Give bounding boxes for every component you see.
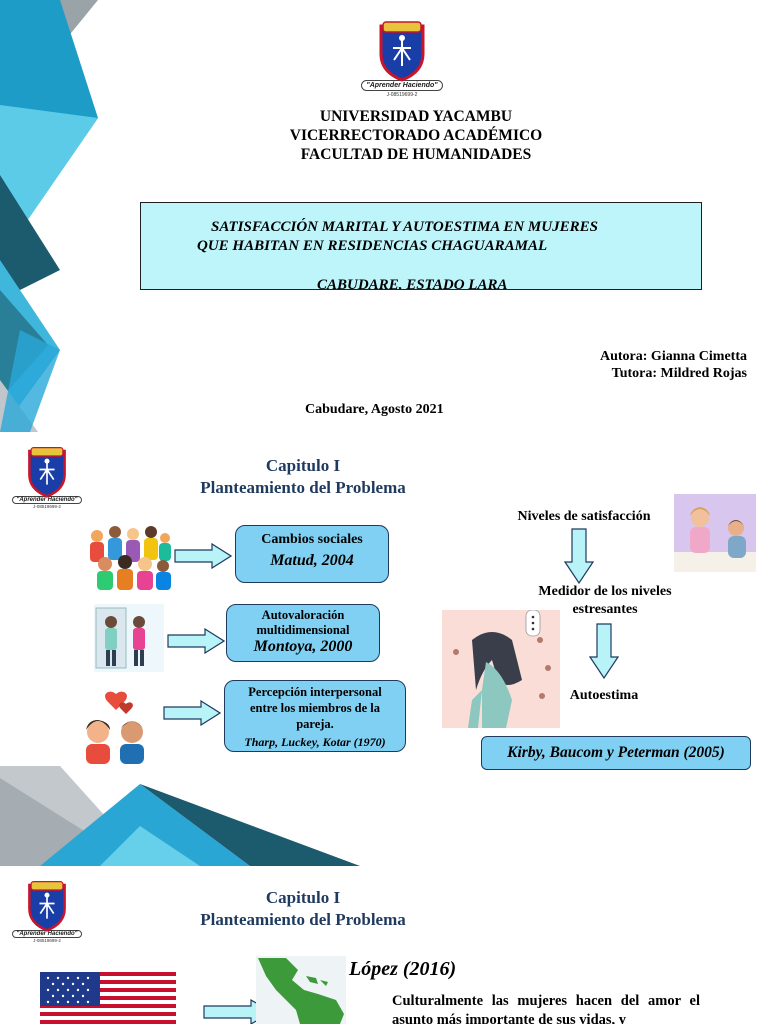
presentation-date: Cabudare, Agosto 2021 <box>305 402 444 417</box>
bubble-cambios-sociales: Cambios sociales Matud, 2004 <box>235 525 389 583</box>
logo-rif: J-08519699-2 <box>33 938 61 943</box>
kirby-citation-box: Kirby, Baucom y Peterman (2005) <box>481 736 751 770</box>
bubble-text: Cambios sociales <box>261 532 363 547</box>
chapter-label: Capitulo I <box>265 456 341 475</box>
logo-rif: J-08519699-2 <box>386 92 418 98</box>
authors-block: Autora: Gianna Cimetta Tutora: Mildred R… <box>600 348 747 382</box>
chapter-subtitle: Planteamiento del Problema <box>200 478 406 497</box>
niveles-label: Niveles de satisfacción <box>517 509 651 524</box>
arrow-down-icon <box>589 623 619 679</box>
university-logo: "Aprender Haciendo" J-08519699-2 <box>12 446 82 509</box>
bubble-percepcion: Percepción interpersonal entre los miemb… <box>224 680 406 752</box>
shield-logo-icon <box>28 881 66 932</box>
bubble-cite: Montoya, 2000 <box>253 638 353 655</box>
usa-flag-icon <box>40 972 176 1024</box>
autoestima-label: Autoestima <box>569 688 639 703</box>
medidor-label: Medidor de los niveles estresantes <box>538 584 672 617</box>
shield-logo-icon <box>379 21 425 82</box>
bubble-cite: Matud, 2004 <box>270 552 354 569</box>
decorative-triangles-bottom <box>0 766 360 866</box>
slide-title: Capitulo I Planteamiento del Problema <box>186 455 420 499</box>
problem-slide: "Aprender Haciendo" J-08519699-2 Capitul… <box>0 432 768 866</box>
thesis-title-line3: CABUDARE, ESTADO LARA <box>317 277 508 290</box>
slide-title: Capitulo I Planteamiento del Problema <box>186 887 420 931</box>
chapter-subtitle: Planteamiento del Problema <box>200 910 406 929</box>
couple-hearts-illustration <box>80 690 152 764</box>
author-name: Autora: Gianna Cimetta <box>600 349 747 364</box>
cultural-paragraph: Culturalmente las mujeres hacen del amor… <box>392 993 700 1024</box>
crowd-illustration <box>87 520 171 590</box>
tutor-name: Tutora: Mildred Rojas <box>611 366 747 381</box>
vicerrectorado: VICERRECTORADO ACADÉMICO <box>289 127 543 144</box>
university-logo: "Aprender Haciendo" J-08519699-2 <box>12 880 82 943</box>
chapter-label: Capitulo I <box>265 888 341 907</box>
arrow-down-icon <box>564 528 594 584</box>
arrow-right-icon <box>167 628 225 654</box>
shield-logo-icon <box>28 447 66 498</box>
faculty-name: FACULTAD DE HUMANIDADES <box>300 146 532 163</box>
lopez-citation: López (2016) <box>349 958 457 980</box>
thesis-title-line2: QUE HABITAN EN RESIDENCIAS CHAGUARAMAL <box>197 238 548 254</box>
bubble-text: Percepción interpersonal entre los miemb… <box>248 685 382 731</box>
arrow-right-icon <box>174 543 232 569</box>
stressed-woman-illustration <box>442 610 560 728</box>
problem-slide-2: "Aprender Haciendo" J-08519699-2 Capitul… <box>0 866 768 1024</box>
couple-arguing-illustration <box>674 494 756 572</box>
thesis-title-line1: SATISFACCIÓN MARITAL Y AUTOESTIMA EN MUJ… <box>211 219 598 235</box>
university-heading: UNIVERSIDAD YACAMBU VICERRECTORADO ACADÉ… <box>64 107 768 164</box>
university-name: UNIVERSIDAD YACAMBU <box>319 108 513 125</box>
cover-slide: "Aprender Haciendo" J-08519699-2 UNIVERS… <box>0 0 768 432</box>
latin-america-map <box>256 956 346 1024</box>
bubble-cite: Tharp, Luckey, Kotar (1970) <box>244 735 386 749</box>
decorative-triangles-left <box>0 0 98 432</box>
thesis-title-box: SATISFACCIÓN MARITAL Y AUTOESTIMA EN MUJ… <box>140 202 702 290</box>
arrow-right-icon <box>163 700 221 726</box>
logo-rif: J-08519699-2 <box>33 504 61 509</box>
bubble-text: Autovaloración multidimensional <box>256 608 350 637</box>
university-logo: "Aprender Haciendo" J-08519699-2 <box>361 20 443 98</box>
mirror-illustration <box>94 604 164 672</box>
bubble-autovaloracion: Autovaloración multidimensional Montoya,… <box>226 604 380 662</box>
